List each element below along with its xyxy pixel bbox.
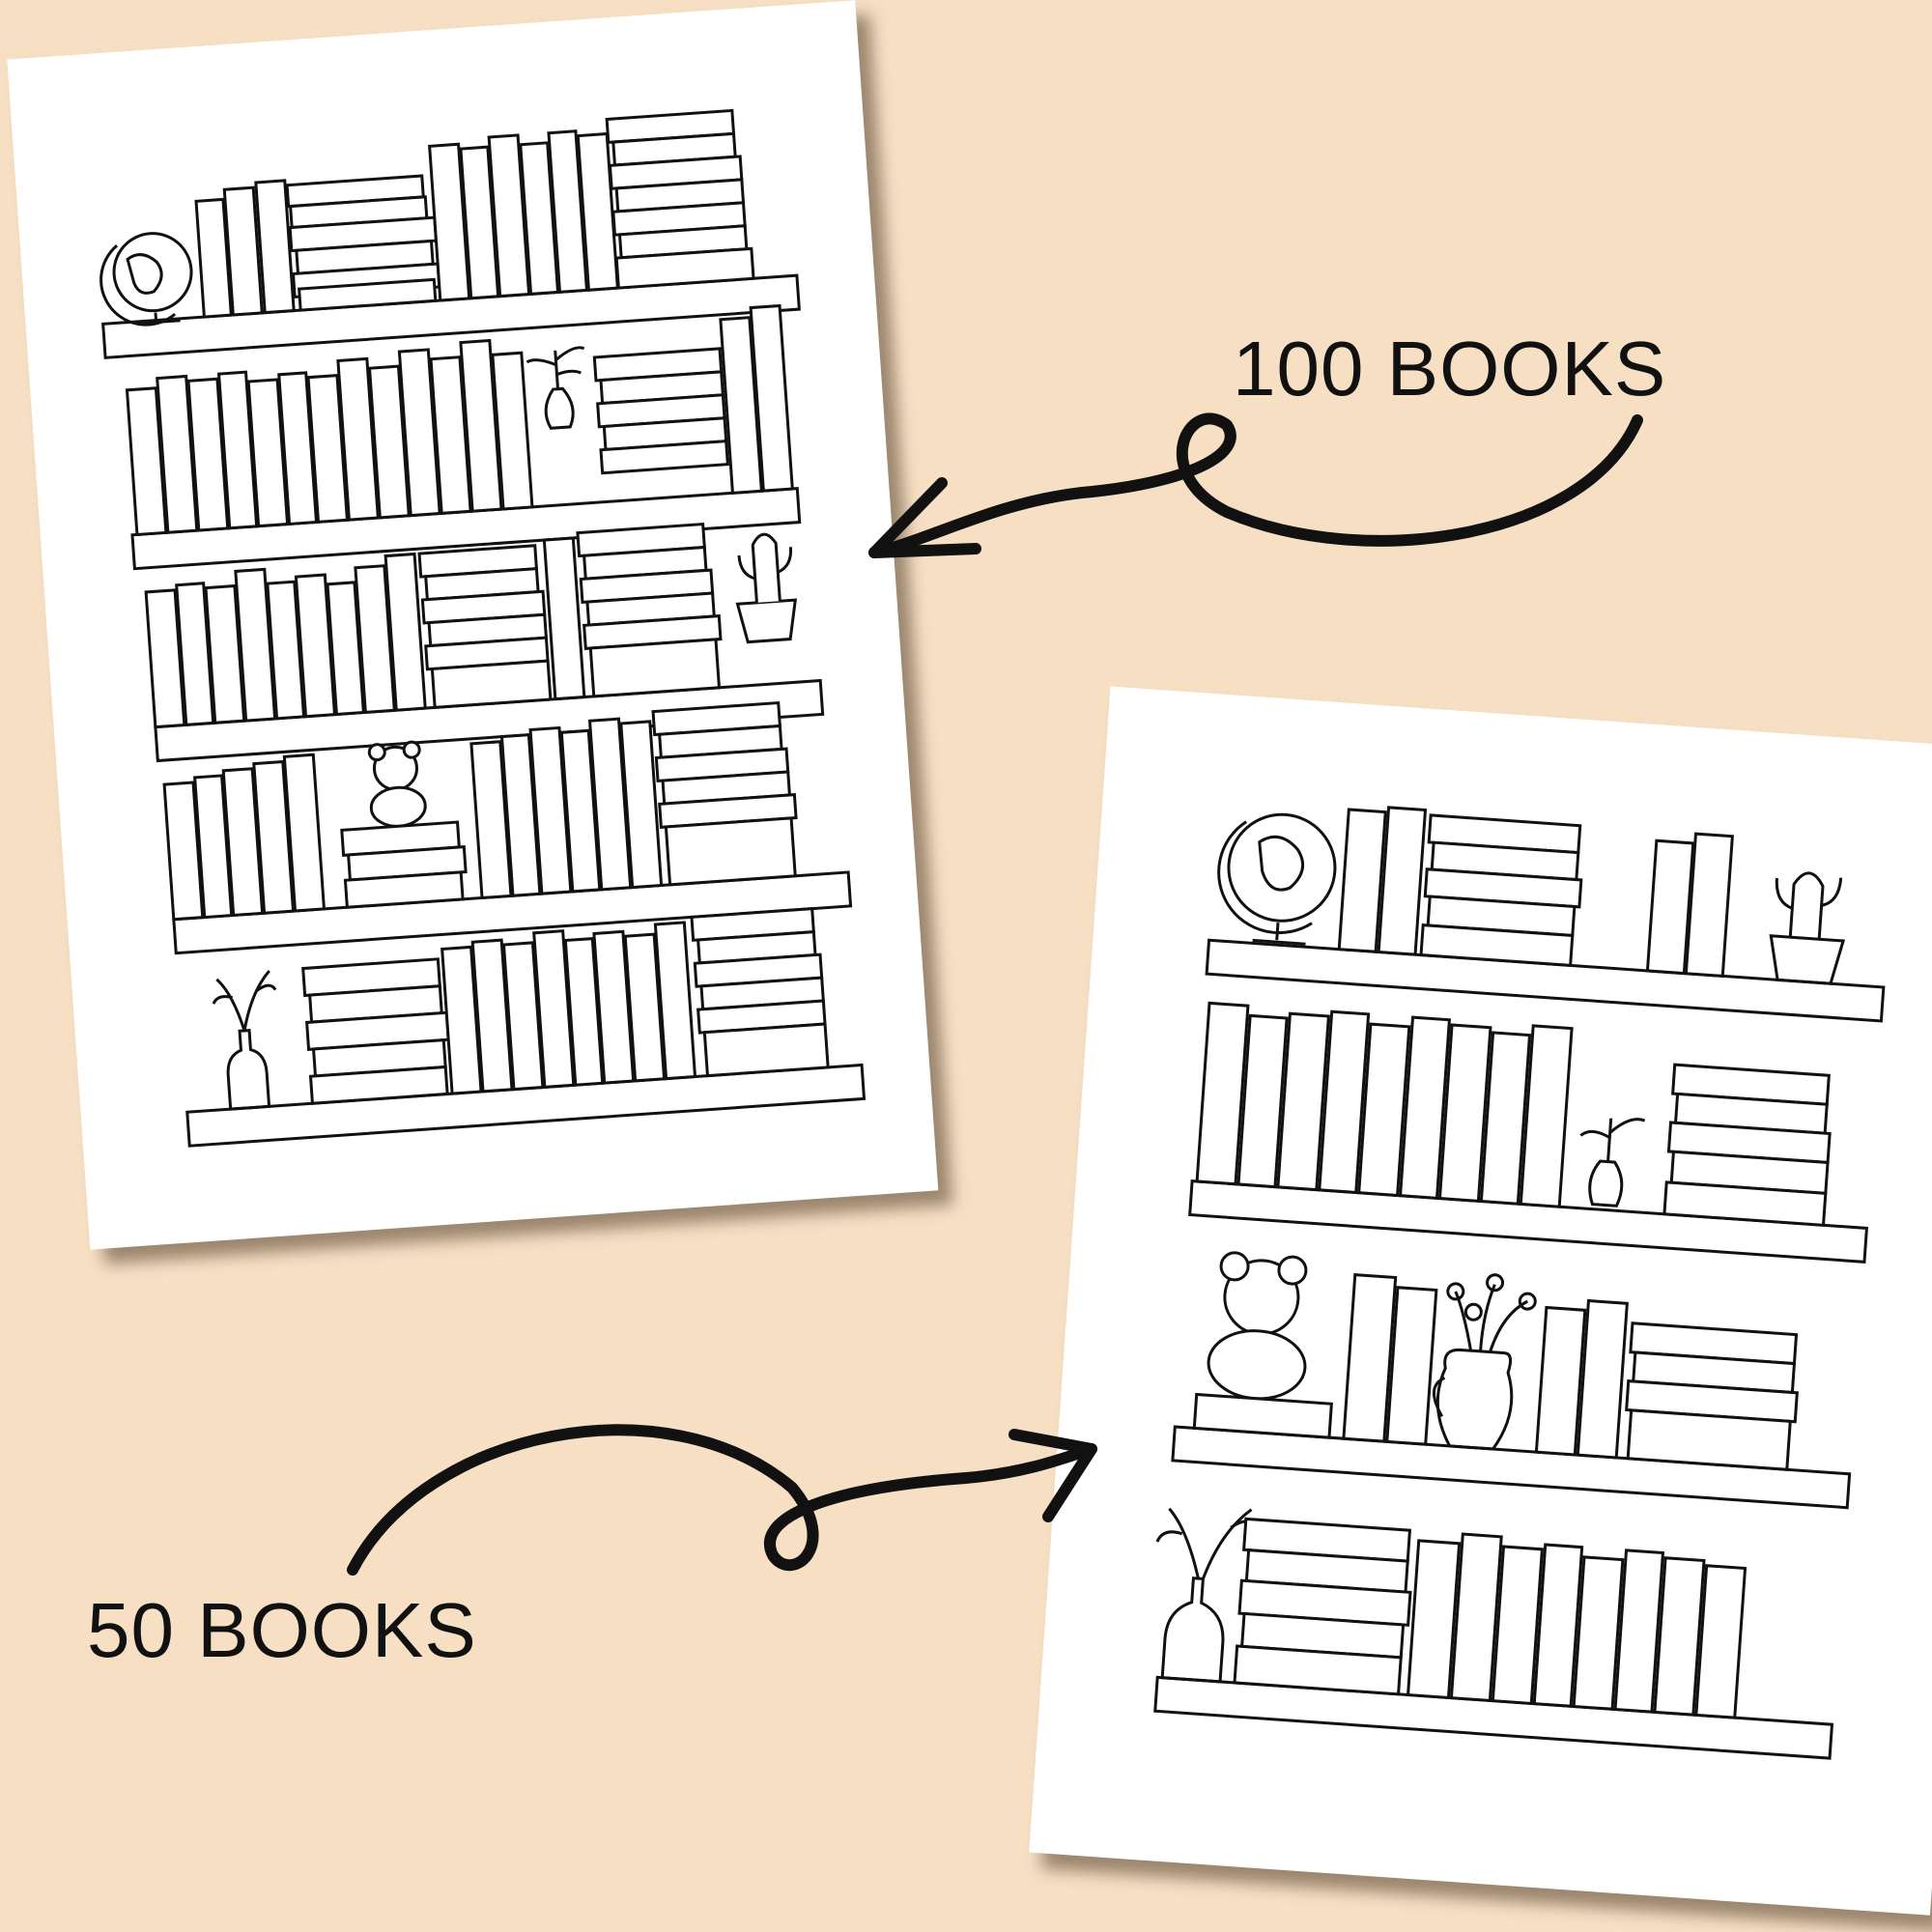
teddy-bear-icon <box>1207 1251 1308 1401</box>
flower-jug-icon <box>1433 1273 1537 1451</box>
globe-icon <box>99 232 193 327</box>
shelf-4-books <box>162 700 798 922</box>
shelf-1-books <box>1337 806 1846 985</box>
shelf-2-books <box>125 303 794 537</box>
shelf-3-books <box>1192 1251 1799 1471</box>
shelf-4-books <box>1155 1507 1747 1719</box>
bookshelf-drawing-100 <box>99 108 867 1148</box>
plant-vase-icon <box>544 386 575 430</box>
plant-vase-icon <box>1579 1118 1646 1208</box>
bookshelf-page-100 <box>7 0 939 1250</box>
bookshelf-page-50 <box>1029 686 1932 1916</box>
branch-bottle-icon <box>212 970 277 1111</box>
teddy-bear-icon <box>367 740 427 828</box>
globe-icon <box>1217 812 1337 946</box>
branch-bottle-icon <box>1155 1507 1257 1684</box>
cactus-pot-icon <box>735 598 798 644</box>
shelf-2-books <box>1195 1001 1832 1227</box>
shelf-1-books <box>194 108 755 319</box>
fifty-books-label: 50 BOOKS <box>87 1587 477 1673</box>
bookshelf-drawing-50 <box>1153 806 1886 1760</box>
shelf <box>1171 1425 1852 1510</box>
shelf-3-books <box>144 522 798 729</box>
shelf-5-books <box>212 907 830 1111</box>
hundred-books-label: 100 BOOKS <box>1233 326 1667 412</box>
cactus-pot-icon <box>1769 871 1846 985</box>
